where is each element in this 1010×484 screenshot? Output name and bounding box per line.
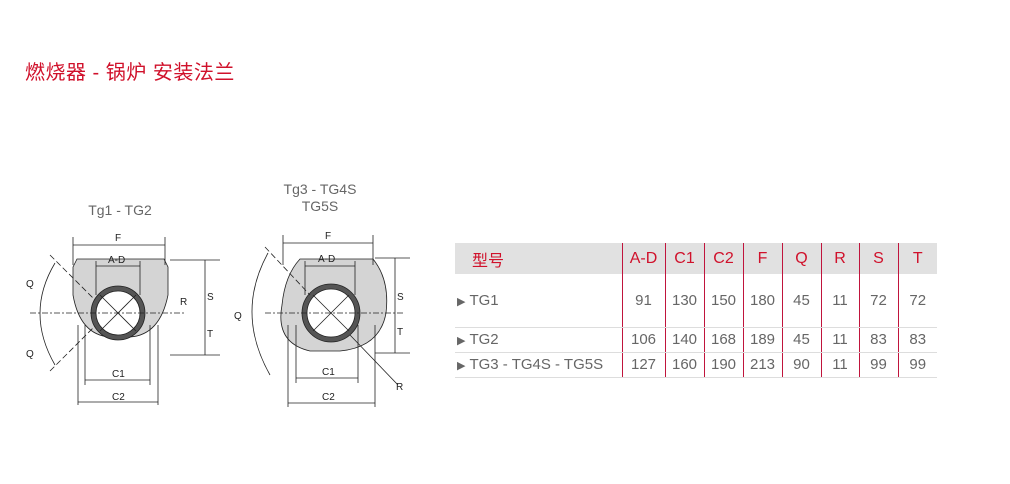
label-q-upper: Q [26,279,34,290]
header-c2: C2 [703,243,743,274]
header-model: 型号 [455,243,622,274]
cell: 83 [897,327,937,353]
cell: 189 [742,327,782,353]
flange-diagram-tg1-tg2: F A-D Q Q S T R C1 C2 [26,233,220,405]
cell: 190 [703,352,743,378]
diagram2-caption-line2: TG5S [301,198,339,214]
header-q: Q [781,243,821,274]
diagram2-caption-line1: Tg3 - TG4S [283,181,357,197]
label-q-lower: Q [26,349,34,360]
cell: 83 [858,327,898,353]
cell: 140 [664,327,704,353]
header-s: S [858,243,898,274]
cell: 45 [781,327,821,353]
label-c2: C2 [112,392,125,403]
page-title: 燃烧器 - 锅炉 安装法兰 [25,62,235,84]
cell: 127 [621,352,665,378]
label-f: F [325,231,331,242]
cell: 213 [742,352,782,378]
triangle-right-icon: ▶ [457,335,466,347]
label-f: F [115,233,121,244]
model-name: TG1 [469,291,499,309]
label-s: S [397,292,404,303]
label-r: R [180,297,187,308]
cell: 99 [858,352,898,378]
label-c2: C2 [322,392,335,403]
cell: 99 [897,352,937,378]
header-t: T [897,243,937,274]
cell: 72 [858,274,898,328]
header-a-d: A-D [621,243,665,274]
label-q: Q [234,311,242,322]
triangle-right-icon: ▶ [457,360,466,372]
cell: 72 [897,274,937,328]
table-header-row: 型号 A-D C1 C2 F Q R S T [455,243,937,274]
triangle-right-icon: ▶ [457,295,466,308]
label-t: T [207,329,213,340]
cell: 168 [703,327,743,353]
flange-diagram-tg3-tg4s-tg5s: F A-D Q S T R C1 C2 [234,231,410,407]
row-model: ▶TG3 - TG4S - TG5S [455,352,622,378]
cell: 11 [820,327,859,353]
cell: 11 [820,352,859,378]
diagram2-caption: Tg3 - TG4S TG5S [260,181,380,215]
cell: 90 [781,352,821,378]
label-r: R [396,382,403,393]
diagram1-caption: Tg1 - TG2 [88,202,152,218]
dimensions-table: 型号 A-D C1 C2 F Q R S T ▶TG1 91 130 150 1… [455,243,937,378]
header-r: R [820,243,859,274]
label-s: S [207,292,214,303]
label-a-d: A-D [108,255,125,266]
cell: 130 [664,274,704,328]
header-f: F [742,243,782,274]
table-row: ▶TG1 91 130 150 180 45 11 72 72 [455,274,937,328]
cell: 45 [781,274,821,328]
cell: 150 [703,274,743,328]
label-t: T [397,327,403,338]
model-name: TG3 - TG4S - TG5S [469,356,604,373]
table-row: ▶TG2 106 140 168 189 45 11 83 83 [455,327,937,353]
table-row: ▶TG3 - TG4S - TG5S 127 160 190 213 90 11… [455,352,937,378]
cell: 180 [742,274,782,328]
row-model: ▶TG1 [455,274,622,328]
cell: 91 [621,274,665,328]
header-c1: C1 [664,243,704,274]
cell: 11 [820,274,859,328]
label-c1: C1 [322,367,335,378]
cell: 160 [664,352,704,378]
row-model: ▶TG2 [455,327,622,353]
model-name: TG2 [469,331,499,348]
cell: 106 [621,327,665,353]
label-c1: C1 [112,369,125,380]
label-a-d: A-D [318,254,335,265]
